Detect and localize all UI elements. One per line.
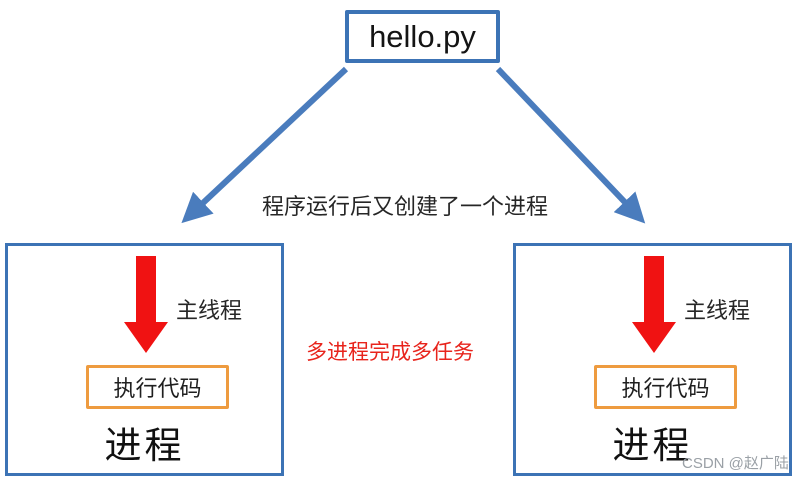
- process-box-left: 主线程 执行代码 进程: [5, 243, 284, 476]
- watermark: CSDN @赵广陆: [682, 455, 789, 472]
- hello-py-box: hello.py: [345, 10, 500, 63]
- multitask-note: 多进程完成多任务: [306, 341, 474, 364]
- code-box: 执行代码: [86, 365, 229, 409]
- code-box: 执行代码: [594, 365, 737, 409]
- thread-label: 主线程: [176, 298, 243, 323]
- main-thread-arrow-icon: [124, 256, 168, 353]
- code-label: 执行代码: [621, 376, 710, 401]
- main-thread-arrow-icon: [632, 256, 676, 353]
- creation-note: 程序运行后又创建了一个进程: [261, 194, 548, 219]
- process-label: 进程: [612, 425, 693, 466]
- code-label: 执行代码: [113, 376, 202, 401]
- process-label: 进程: [104, 425, 185, 466]
- thread-label: 主线程: [684, 298, 751, 323]
- process-box-right: 主线程 执行代码 进程: [513, 243, 792, 476]
- hello-py-label: hello.py: [369, 18, 476, 54]
